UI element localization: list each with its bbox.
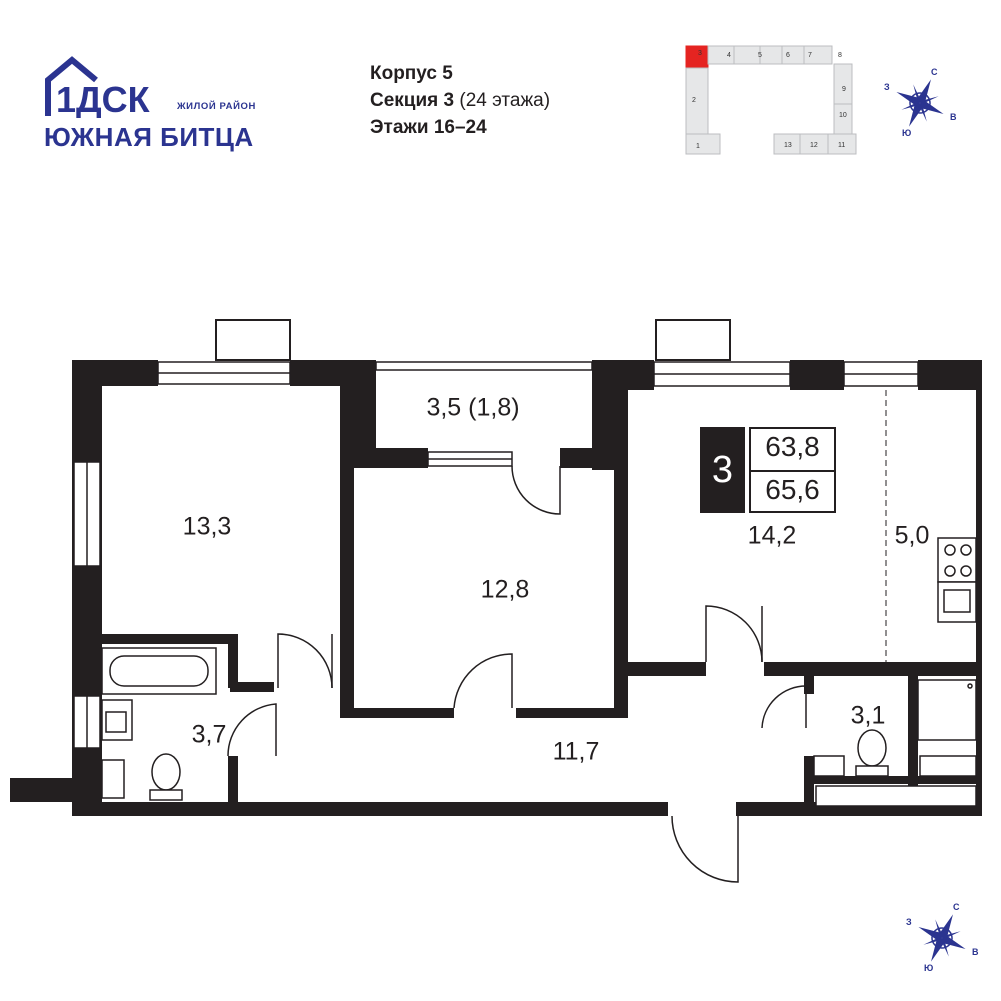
compass-bottom-west: З — [906, 917, 912, 927]
room-living-area: 14,2 — [747, 521, 797, 550]
building-info: Корпус 5 Секция 3 (24 этажа) Этажи 16–24 — [370, 60, 550, 141]
doors — [227, 465, 807, 883]
compass-bottom-icon: С В Ю З — [906, 902, 979, 973]
section-5-label: 5 — [758, 52, 762, 59]
room-balcony-area: 3,5 (1,8) — [426, 393, 520, 422]
windows — [73, 361, 919, 749]
floors-label: Этажи 16–24 — [370, 117, 487, 138]
house-logo-icon: 1ДСК — [45, 56, 151, 118]
room-bedroom-mid-area: 12,8 — [480, 575, 530, 604]
compass-bottom-north: С — [953, 902, 960, 912]
compass-icon: С В Ю З — [884, 67, 957, 138]
section-9-label: 9 — [842, 86, 846, 93]
room-wc-area: 3,1 — [850, 701, 886, 730]
room-count: 3 — [700, 427, 745, 513]
section-name: Секция 3 — [370, 90, 455, 111]
compass-bottom-east: В — [972, 947, 979, 957]
compass-bottom-south: Ю — [924, 963, 933, 973]
compass-east: В — [950, 112, 957, 122]
section-1-label: 1 — [696, 143, 700, 150]
room-kitchen-area: 5,0 — [894, 521, 930, 550]
korpus-label: Корпус 5 — [370, 63, 453, 84]
kitchen-appliances — [937, 537, 977, 623]
section-13-label: 13 — [784, 142, 792, 149]
section-6-label: 6 — [786, 52, 790, 59]
room-bedroom-left-area: 13,3 — [182, 512, 232, 541]
compass-south: Ю — [902, 128, 911, 138]
bathroom-fixtures — [101, 647, 977, 807]
section-2-label: 2 — [692, 97, 696, 104]
section-7-label: 7 — [808, 52, 812, 59]
area-box: 63,8 65,6 — [749, 427, 836, 513]
living-area-value: 63,8 — [765, 431, 820, 462]
apartment-badge: 3 63,8 65,6 — [700, 427, 836, 513]
section-10-label: 10 — [839, 112, 847, 119]
compass-north: С — [931, 67, 938, 77]
section-12-label: 12 — [810, 142, 818, 149]
walls — [10, 360, 982, 816]
section-floors: (24 этажа) — [459, 90, 551, 111]
logo-name: ЮЖНАЯ БИТЦА — [44, 122, 254, 152]
logo: 1ДСК ЖИЛОЙ РАЙОН ЮЖНАЯ БИТЦА — [44, 56, 284, 156]
ac-units — [215, 319, 731, 361]
section-4-label: 4 — [727, 52, 731, 59]
room-bathroom-area: 3,7 — [191, 720, 227, 749]
section-8-label: 8 — [838, 52, 842, 59]
room-hall-area: 11,7 — [552, 737, 600, 766]
total-area-value: 65,6 — [765, 474, 820, 505]
compass-west: З — [884, 82, 890, 92]
area-divider — [751, 470, 834, 472]
section-label: Секция 3 (24 этажа) — [370, 87, 550, 114]
section-3-label: 3 — [698, 50, 702, 57]
logo-brand: 1ДСК — [56, 79, 151, 118]
logo-subtitle: ЖИЛОЙ РАЙОН — [177, 101, 256, 112]
section-11-label: 11 — [838, 142, 845, 149]
section-map: 3 4 5 6 7 8 2 1 9 10 11 12 13 — [685, 45, 857, 155]
